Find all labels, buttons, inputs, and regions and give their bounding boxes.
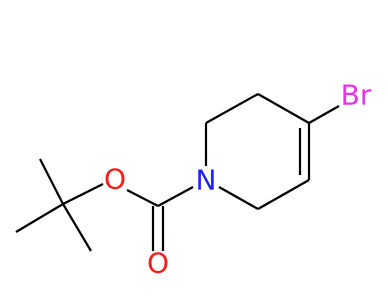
bond-carbon-bromine (308, 105, 340, 124)
bond-carbonyl-carbon-nitrogen (157, 186, 194, 207)
bond-ring-top (257, 93, 310, 124)
atom-label-bromine: Br (341, 79, 372, 112)
bond-tbu-methyl-up (39, 158, 64, 205)
bond-ester-oxygen-carbonyl-carbon (126, 189, 159, 207)
bond-ring-upper-left (205, 93, 259, 124)
atom-label-carbonyl-oxygen: O (147, 247, 169, 280)
atom-label-ester-oxygen: O (104, 163, 126, 196)
bond-ring-lower-nitrogen (218, 186, 259, 210)
bond-ring-alkene-lower (257, 179, 310, 210)
atom-label-nitrogen: N (196, 164, 217, 197)
bond-tbu-methyl-left (15, 203, 64, 233)
bond-tbu-ester-oxygen (62, 183, 104, 205)
bond-tbu-methyl-down (62, 203, 92, 252)
